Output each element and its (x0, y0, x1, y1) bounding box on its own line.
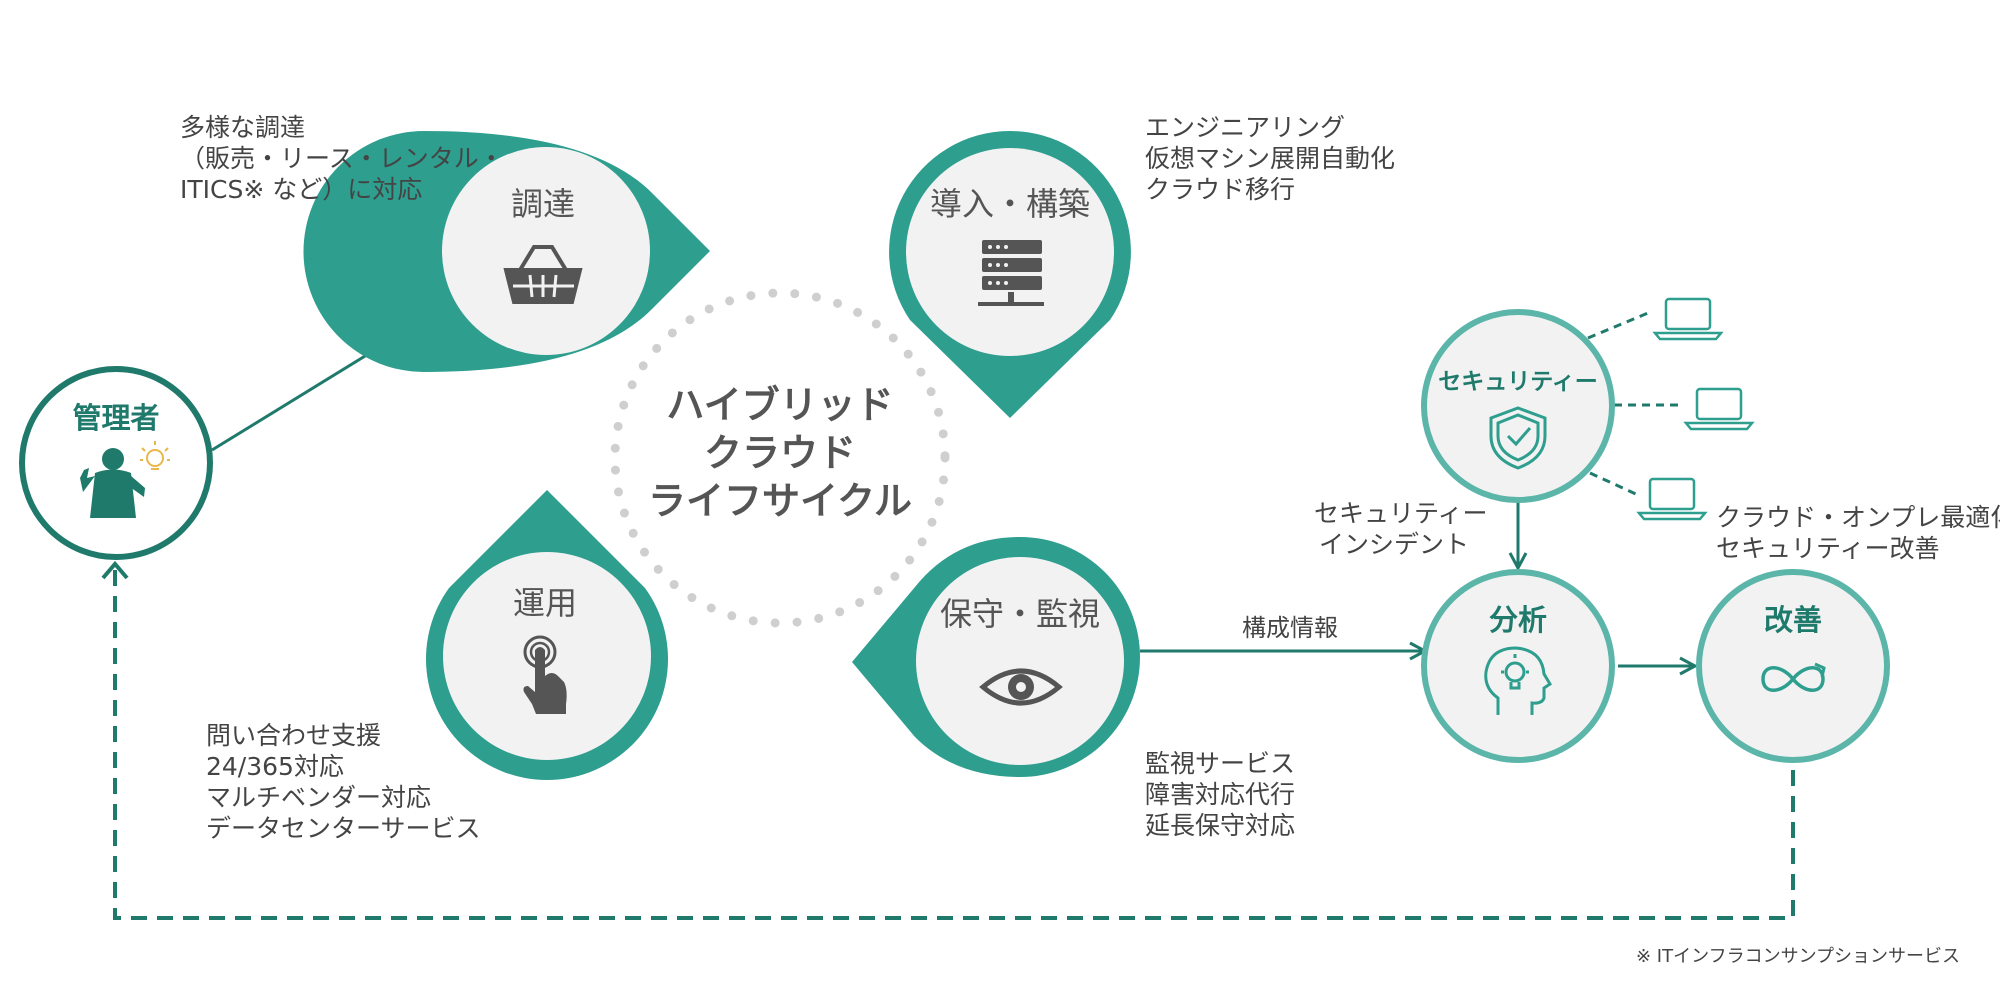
eye-icon (979, 668, 1063, 706)
operate-desc-line: 問い合わせ支援 (206, 721, 382, 750)
operate-desc-line: 24/365対応 (206, 752, 344, 781)
businessman-icon (80, 448, 145, 518)
footnote: ※ ITインフラコンサンプションサービス (1636, 946, 1961, 967)
procure-description: 多様な調達 （販売・リース・レンタル・ ITICS※ など）に対応 (180, 112, 504, 205)
maintain-desc-line: 障害対応代行 (1145, 780, 1296, 809)
security-laptop-link-1 (1587, 311, 1649, 340)
procure-desc-line: （販売・リース・レンタル・ (180, 144, 504, 173)
build-desc-line: クラウド移行 (1145, 175, 1296, 204)
security-incident-line: インシデント (1318, 530, 1469, 559)
maintain-description: 監視サービス 障害対応代行 延長保守対応 (1145, 748, 1295, 841)
maintain-label: 保守・監視 (940, 595, 1100, 633)
laptop-icon (1652, 297, 1724, 341)
center-title-line-3: ライフサイクル (648, 479, 912, 523)
build-label: 導入・構築 (930, 185, 1090, 223)
laptop-icon (1683, 387, 1755, 431)
server-icon (978, 240, 1044, 306)
basket-icon (503, 245, 583, 304)
improve-label: 改善 (1764, 603, 1822, 637)
operate-description: 問い合わせ支援 24/365対応 マルチベンダー対応 データセンターサービス (206, 720, 481, 844)
maintain-desc-line: 延長保守対応 (1145, 811, 1296, 840)
security-laptop-link-3 (1589, 471, 1639, 497)
operate-desc-line: マルチベンダー対応 (206, 783, 432, 812)
center-title-line-2: クラウド (704, 431, 856, 475)
laptop-icon (1636, 477, 1708, 521)
security-label: セキュリティー (1438, 369, 1598, 395)
optimize-desc-line: クラウド・オンプレ最適化 (1716, 503, 2000, 532)
operate-node[interactable]: 運用 (425, 490, 669, 780)
analyze-node[interactable]: 分析 (1421, 569, 1615, 763)
config-info-label: 構成情報 (1242, 614, 1338, 642)
build-desc-line: エンジニアリング (1145, 113, 1346, 142)
optimize-description: クラウド・オンプレ最適化 セキュリティー改善 (1716, 502, 2000, 564)
admin-label: 管理者 (72, 401, 159, 435)
security-incident-label: セキュリティー インシデント (1314, 498, 1488, 560)
security-incident-line: セキュリティー (1314, 499, 1488, 528)
lightbulb-icon (140, 441, 170, 470)
feedback-arrowhead (101, 560, 129, 580)
procure-label: 調達 (511, 185, 575, 223)
procure-desc-line: 多様な調達 (180, 113, 306, 142)
build-desc-line: 仮想マシン展開自動化 (1145, 144, 1396, 173)
feedback-loop-dashed-line (113, 565, 1795, 920)
optimize-desc-line: セキュリティー改善 (1716, 534, 1940, 563)
infinity-icon (1761, 662, 1826, 692)
touch-hand-icon (523, 635, 567, 714)
lifecycle-dotted-ring (610, 288, 950, 628)
build-description: エンジニアリング 仮想マシン展開自動化 クラウド移行 (1145, 112, 1395, 205)
build-node[interactable]: 導入・構築 (889, 131, 1131, 418)
shield-check-icon (1489, 406, 1547, 470)
maintain-node[interactable]: 保守・監視 (852, 537, 1140, 777)
maintain-desc-line: 監視サービス (1145, 749, 1296, 778)
procure-node[interactable]: 調達 (303, 131, 710, 372)
admin-node[interactable]: 管理者 (19, 366, 213, 560)
operate-desc-line: データセンターサービス (206, 814, 481, 843)
head-bulb-icon (1484, 646, 1553, 715)
analyze-label: 分析 (1489, 603, 1547, 637)
center-title-line-1: ハイブリッド (666, 383, 893, 427)
operate-label: 運用 (513, 584, 577, 622)
improve-node[interactable]: 改善 (1696, 569, 1890, 763)
procure-desc-line: ITICS※ など）に対応 (180, 175, 423, 204)
security-node[interactable]: セキュリティー (1421, 309, 1615, 503)
